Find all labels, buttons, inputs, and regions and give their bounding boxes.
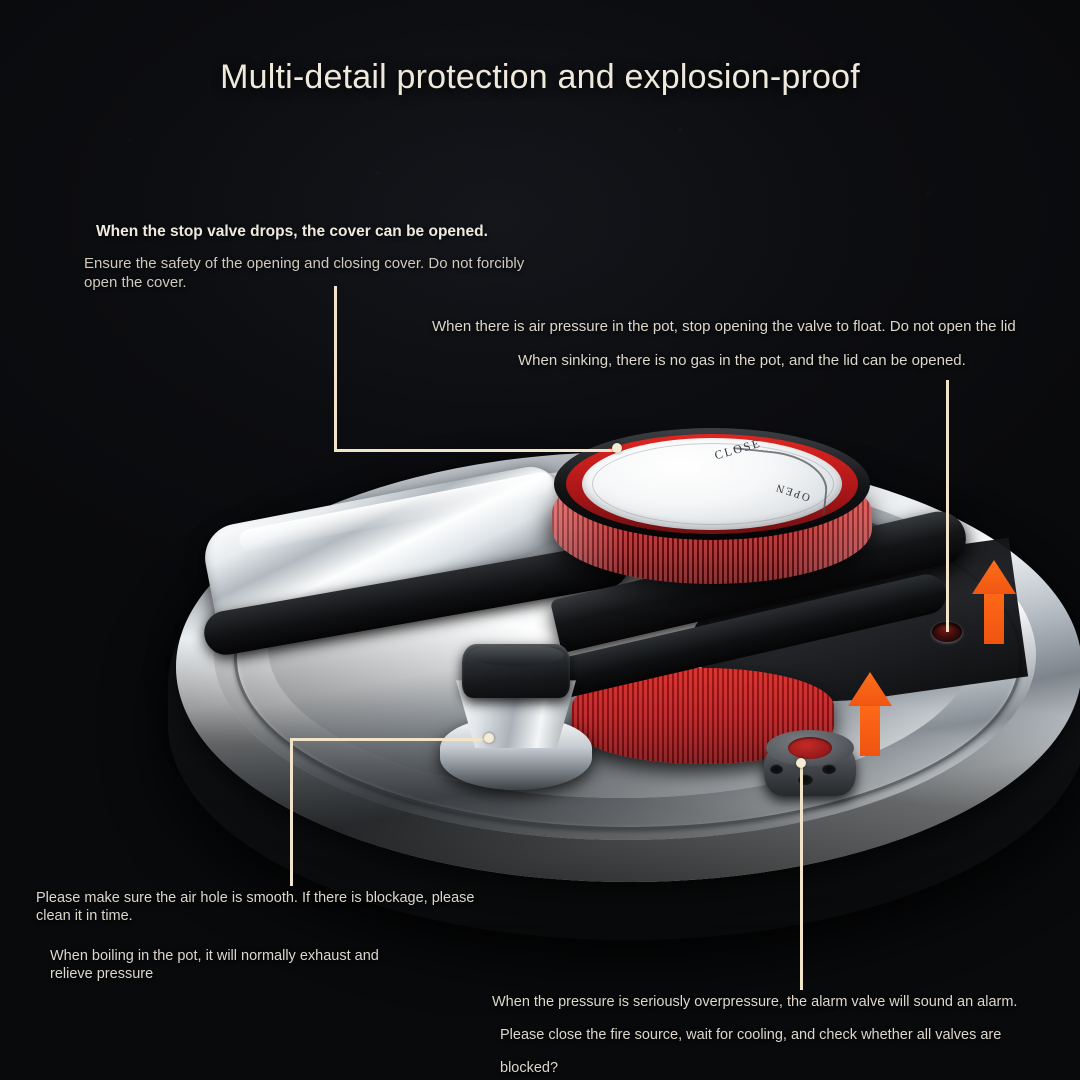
annotation-stop-valve-title: When the stop valve drops, the cover can… <box>96 223 488 240</box>
air-hole-valve-cap-top <box>468 644 564 666</box>
leader-dot-alarm-valve <box>796 758 806 768</box>
annotation-stop-valve-body: Ensure the safety of the opening and clo… <box>84 255 525 291</box>
leader-line-stop-valve-horizontal <box>334 449 620 452</box>
float-valve-hole <box>932 622 962 642</box>
leader-line-float-valve <box>946 380 949 632</box>
leader-line-stop-valve-vertical <box>334 286 337 452</box>
alarm-valve[interactable] <box>764 730 856 796</box>
knob-face-inner-ring <box>592 443 834 525</box>
leader-dot-stop-valve <box>612 443 622 453</box>
leader-line-alarm-valve <box>800 764 803 990</box>
annotation-air-hole: Please make sure the air hole is smooth.… <box>36 890 475 925</box>
annotation-air-pressure: When there is air pressure in the pot, s… <box>432 318 1016 335</box>
alarm-valve-vent-hole <box>798 774 813 785</box>
annotation-boiling: When boiling in the pot, it will normall… <box>50 948 379 983</box>
annotation-close-fire: Please close the fire source, wait for c… <box>500 1027 1002 1043</box>
alarm-valve-red-button[interactable] <box>788 737 832 759</box>
leader-dot-air-hole <box>484 733 494 743</box>
alarm-valve-vent-hole <box>822 764 836 774</box>
steam-arrow-up-icon <box>848 672 892 756</box>
pressure-regulating-knob[interactable]: CLOSE OPEN <box>552 424 872 584</box>
leader-line-air-hole-vertical <box>290 738 293 886</box>
annotation-alarm: When the pressure is seriously overpress… <box>492 994 1018 1010</box>
leader-line-air-hole-horizontal <box>290 738 490 741</box>
annotation-sinking: When sinking, there is no gas in the pot… <box>518 352 966 369</box>
page-title: Multi-detail protection and explosion-pr… <box>220 58 860 96</box>
steam-arrow-up-icon <box>972 560 1016 644</box>
annotation-blocked: blocked? <box>500 1060 559 1076</box>
alarm-valve-vent-hole <box>770 764 783 774</box>
